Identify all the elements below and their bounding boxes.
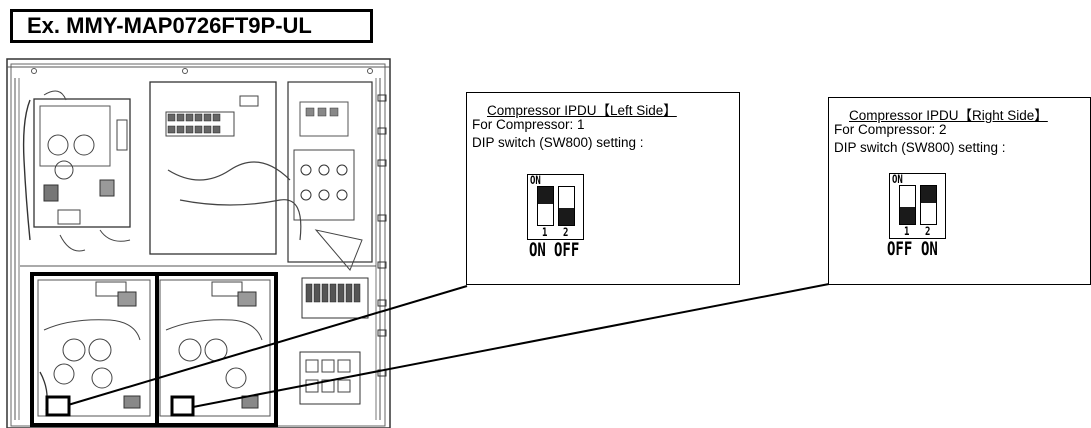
callout-heading: Compressor IPDU【Left Side】 [487, 99, 677, 119]
dip-switch-setting-label: DIP switch (SW800) setting : [472, 135, 644, 150]
switch-number-2: 2 [563, 227, 568, 240]
switch-number-1: 1 [542, 227, 547, 240]
switch-1-position: ON [529, 240, 546, 262]
switch-number-2: 2 [925, 226, 930, 239]
switch-knob [921, 186, 936, 203]
compressor-number: For Compressor: 1 [472, 117, 585, 132]
switch-2-position: ON [921, 239, 938, 261]
callout-right-ipdu: Compressor IPDU【Right Side】 For Compress… [828, 97, 1091, 285]
dip-switch-1 [899, 185, 916, 225]
switch-2-position: OFF [554, 240, 579, 262]
switch-number-1: 1 [904, 226, 909, 239]
dip-switch-2 [558, 186, 575, 226]
switch-knob [538, 187, 553, 204]
dip-switch-setting-label: DIP switch (SW800) setting : [834, 140, 1006, 155]
switch-knob [559, 208, 574, 225]
compressor-number: For Compressor: 2 [834, 122, 947, 137]
dip-switch-2 [920, 185, 937, 225]
callout-heading: Compressor IPDU【Right Side】 [849, 104, 1048, 124]
dip-switch-sw800: ON 1 2 [889, 173, 946, 239]
dip-switch-1 [537, 186, 554, 226]
callout-left-ipdu: Compressor IPDU【Left Side】 For Compresso… [466, 92, 740, 285]
dip-switch-sw800: ON 1 2 [527, 174, 584, 240]
switch-1-position: OFF [887, 239, 912, 261]
switch-knob [900, 207, 915, 224]
